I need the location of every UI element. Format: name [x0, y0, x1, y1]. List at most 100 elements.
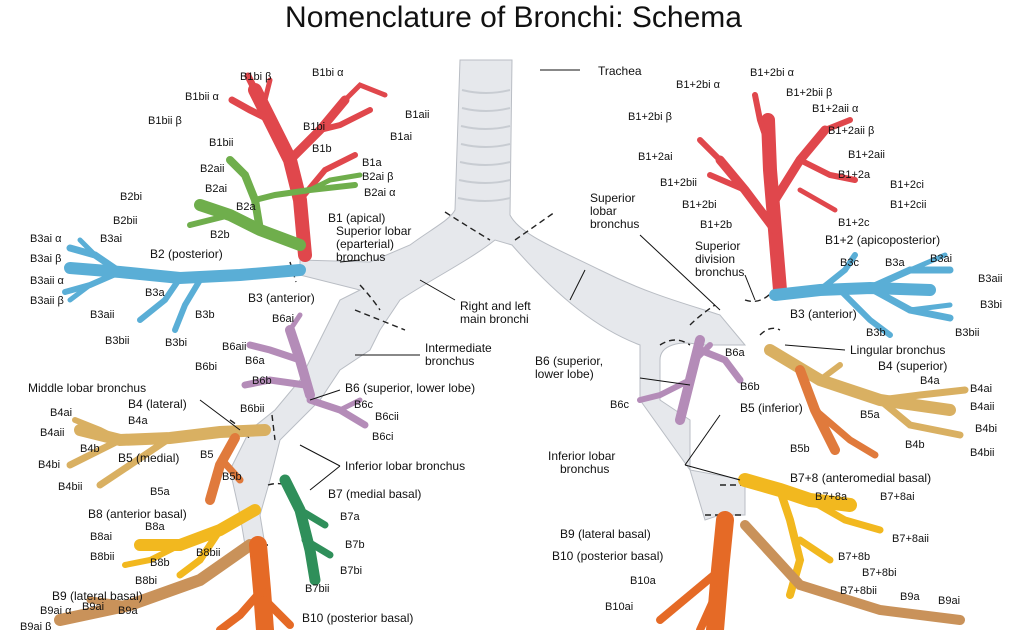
seg-label: B4a — [920, 375, 940, 387]
seg-label: B6b — [252, 375, 272, 387]
seg-label: B1+2bi β — [628, 111, 672, 123]
seg-label: B8bii — [196, 547, 220, 559]
label-lingular: Lingular bronchus — [850, 343, 945, 357]
right-basal — [54, 474, 334, 630]
seg-label: B9a — [118, 605, 138, 617]
label-sup-lobar-eparterial: Superior lobar(eparterial)bronchus — [336, 224, 411, 264]
seg-label: B1bii — [209, 137, 233, 149]
seg-label: B4b — [80, 443, 100, 455]
right-upper-lobe-b1 — [228, 72, 388, 262]
seg-label: B1a — [362, 157, 382, 169]
seg-label: B4a — [128, 415, 148, 427]
seg-label: B3b — [866, 327, 886, 339]
seg-label: B2bii — [113, 215, 137, 227]
seg-label: B1+2bii β — [786, 87, 832, 99]
seg-label: B1+2aii α — [812, 103, 859, 115]
right-b6 — [241, 312, 369, 429]
right-middle-lobe — [66, 417, 271, 505]
seg-label: B2ai β — [362, 171, 393, 183]
seg-label: B1aii — [405, 109, 429, 121]
seg-label: B6aii — [222, 341, 246, 353]
label-b7-medial-basal: B7 (medial basal) — [328, 487, 421, 501]
seg-label: B4ai — [50, 407, 72, 419]
seg-label: B5 — [200, 449, 213, 461]
seg-label: B1+2bi — [682, 199, 717, 211]
seg-label: B7a — [340, 511, 360, 523]
seg-label: B2b — [210, 229, 230, 241]
seg-label: B4b — [905, 439, 925, 451]
left-lingula — [764, 344, 969, 459]
seg-label: B1bi β — [240, 71, 271, 83]
seg-label: B3bi — [165, 337, 187, 349]
seg-label: B4bi — [975, 423, 997, 435]
left-basal — [656, 473, 965, 630]
left-upper-lobe-b1-2 — [697, 92, 858, 297]
seg-label: B4aii — [970, 401, 994, 413]
seg-label: B6a — [245, 355, 265, 367]
seg-label: B9ai α — [40, 605, 72, 617]
seg-label: B1+2bi α — [750, 67, 795, 79]
seg-label: B8a — [145, 521, 165, 533]
seg-label: B3bii — [105, 335, 129, 347]
seg-label: B6a — [725, 347, 745, 359]
seg-label: B7+8ai — [880, 491, 915, 503]
seg-label: B8bii — [90, 551, 114, 563]
label-b2-posterior: B2 (posterior) — [150, 247, 223, 261]
label-b10-posterior-basal-left: B10 (posterior basal) — [552, 549, 663, 563]
label-trachea: Trachea — [598, 64, 642, 78]
label-b6-left: B6 (superior,lower lobe) — [535, 354, 603, 381]
label-b10-posterior-basal-right: B10 (posterior basal) — [302, 611, 413, 625]
seg-label: B6bii — [240, 403, 264, 415]
seg-label: B4bii — [970, 447, 994, 459]
label-b6-right: B6 (superior, lower lobe) — [345, 381, 475, 395]
seg-label: B6ci — [372, 431, 393, 443]
seg-label: B3ai — [100, 233, 122, 245]
seg-label: B6c — [610, 399, 629, 411]
seg-label: B5a — [860, 409, 880, 421]
seg-label: B7+8aii — [892, 533, 929, 545]
seg-label: B4ai — [970, 383, 992, 395]
seg-label: B3c — [840, 257, 859, 269]
seg-label: B1+2ai — [638, 151, 673, 163]
seg-label: B7+8bii — [840, 585, 877, 597]
seg-label: B9ai β — [20, 621, 51, 630]
seg-label: B8ai — [90, 531, 112, 543]
page-title: Nomenclature of Bronchi: Schema — [285, 1, 742, 34]
seg-label: B3aii α — [30, 275, 65, 287]
seg-label: B1+2aii β — [828, 125, 874, 137]
label-b3-anterior-right: B3 (anterior) — [248, 291, 315, 305]
seg-label: B3bii — [955, 327, 979, 339]
seg-label: B7bii — [305, 583, 329, 595]
seg-label: B1+2cii — [890, 199, 926, 211]
label-middle-lobar: Middle lobar bronchus — [28, 381, 146, 395]
seg-label: B7+8a — [815, 491, 848, 503]
seg-label: B1bii α — [185, 91, 220, 103]
seg-label: B1ai — [390, 131, 412, 143]
seg-label: B3b — [195, 309, 215, 321]
seg-label: B10a — [630, 575, 657, 587]
seg-label: B2aii — [200, 163, 224, 175]
seg-label: B9ai — [82, 601, 104, 613]
seg-label: B1bi — [303, 121, 325, 133]
label-b8-anterior-basal: B8 (anterior basal) — [88, 507, 187, 521]
trachea — [229, 59, 747, 546]
label-b1-apical: B1 (apical) — [328, 211, 385, 225]
seg-label: B3aii — [90, 309, 114, 321]
seg-label: B7bi — [340, 565, 362, 577]
seg-label: B3aii β — [30, 295, 64, 307]
seg-label: B8bi — [135, 575, 157, 587]
seg-label: B5b — [790, 443, 810, 455]
seg-label: B6b — [740, 381, 760, 393]
seg-label: B4bii — [58, 481, 82, 493]
seg-label: B7+8b — [838, 551, 870, 563]
seg-label: B7b — [345, 539, 365, 551]
seg-label: B3aii — [978, 273, 1002, 285]
seg-label: B6c — [354, 399, 373, 411]
main-labels: Trachea Superior lobar(eparterial)bronch… — [28, 64, 947, 625]
